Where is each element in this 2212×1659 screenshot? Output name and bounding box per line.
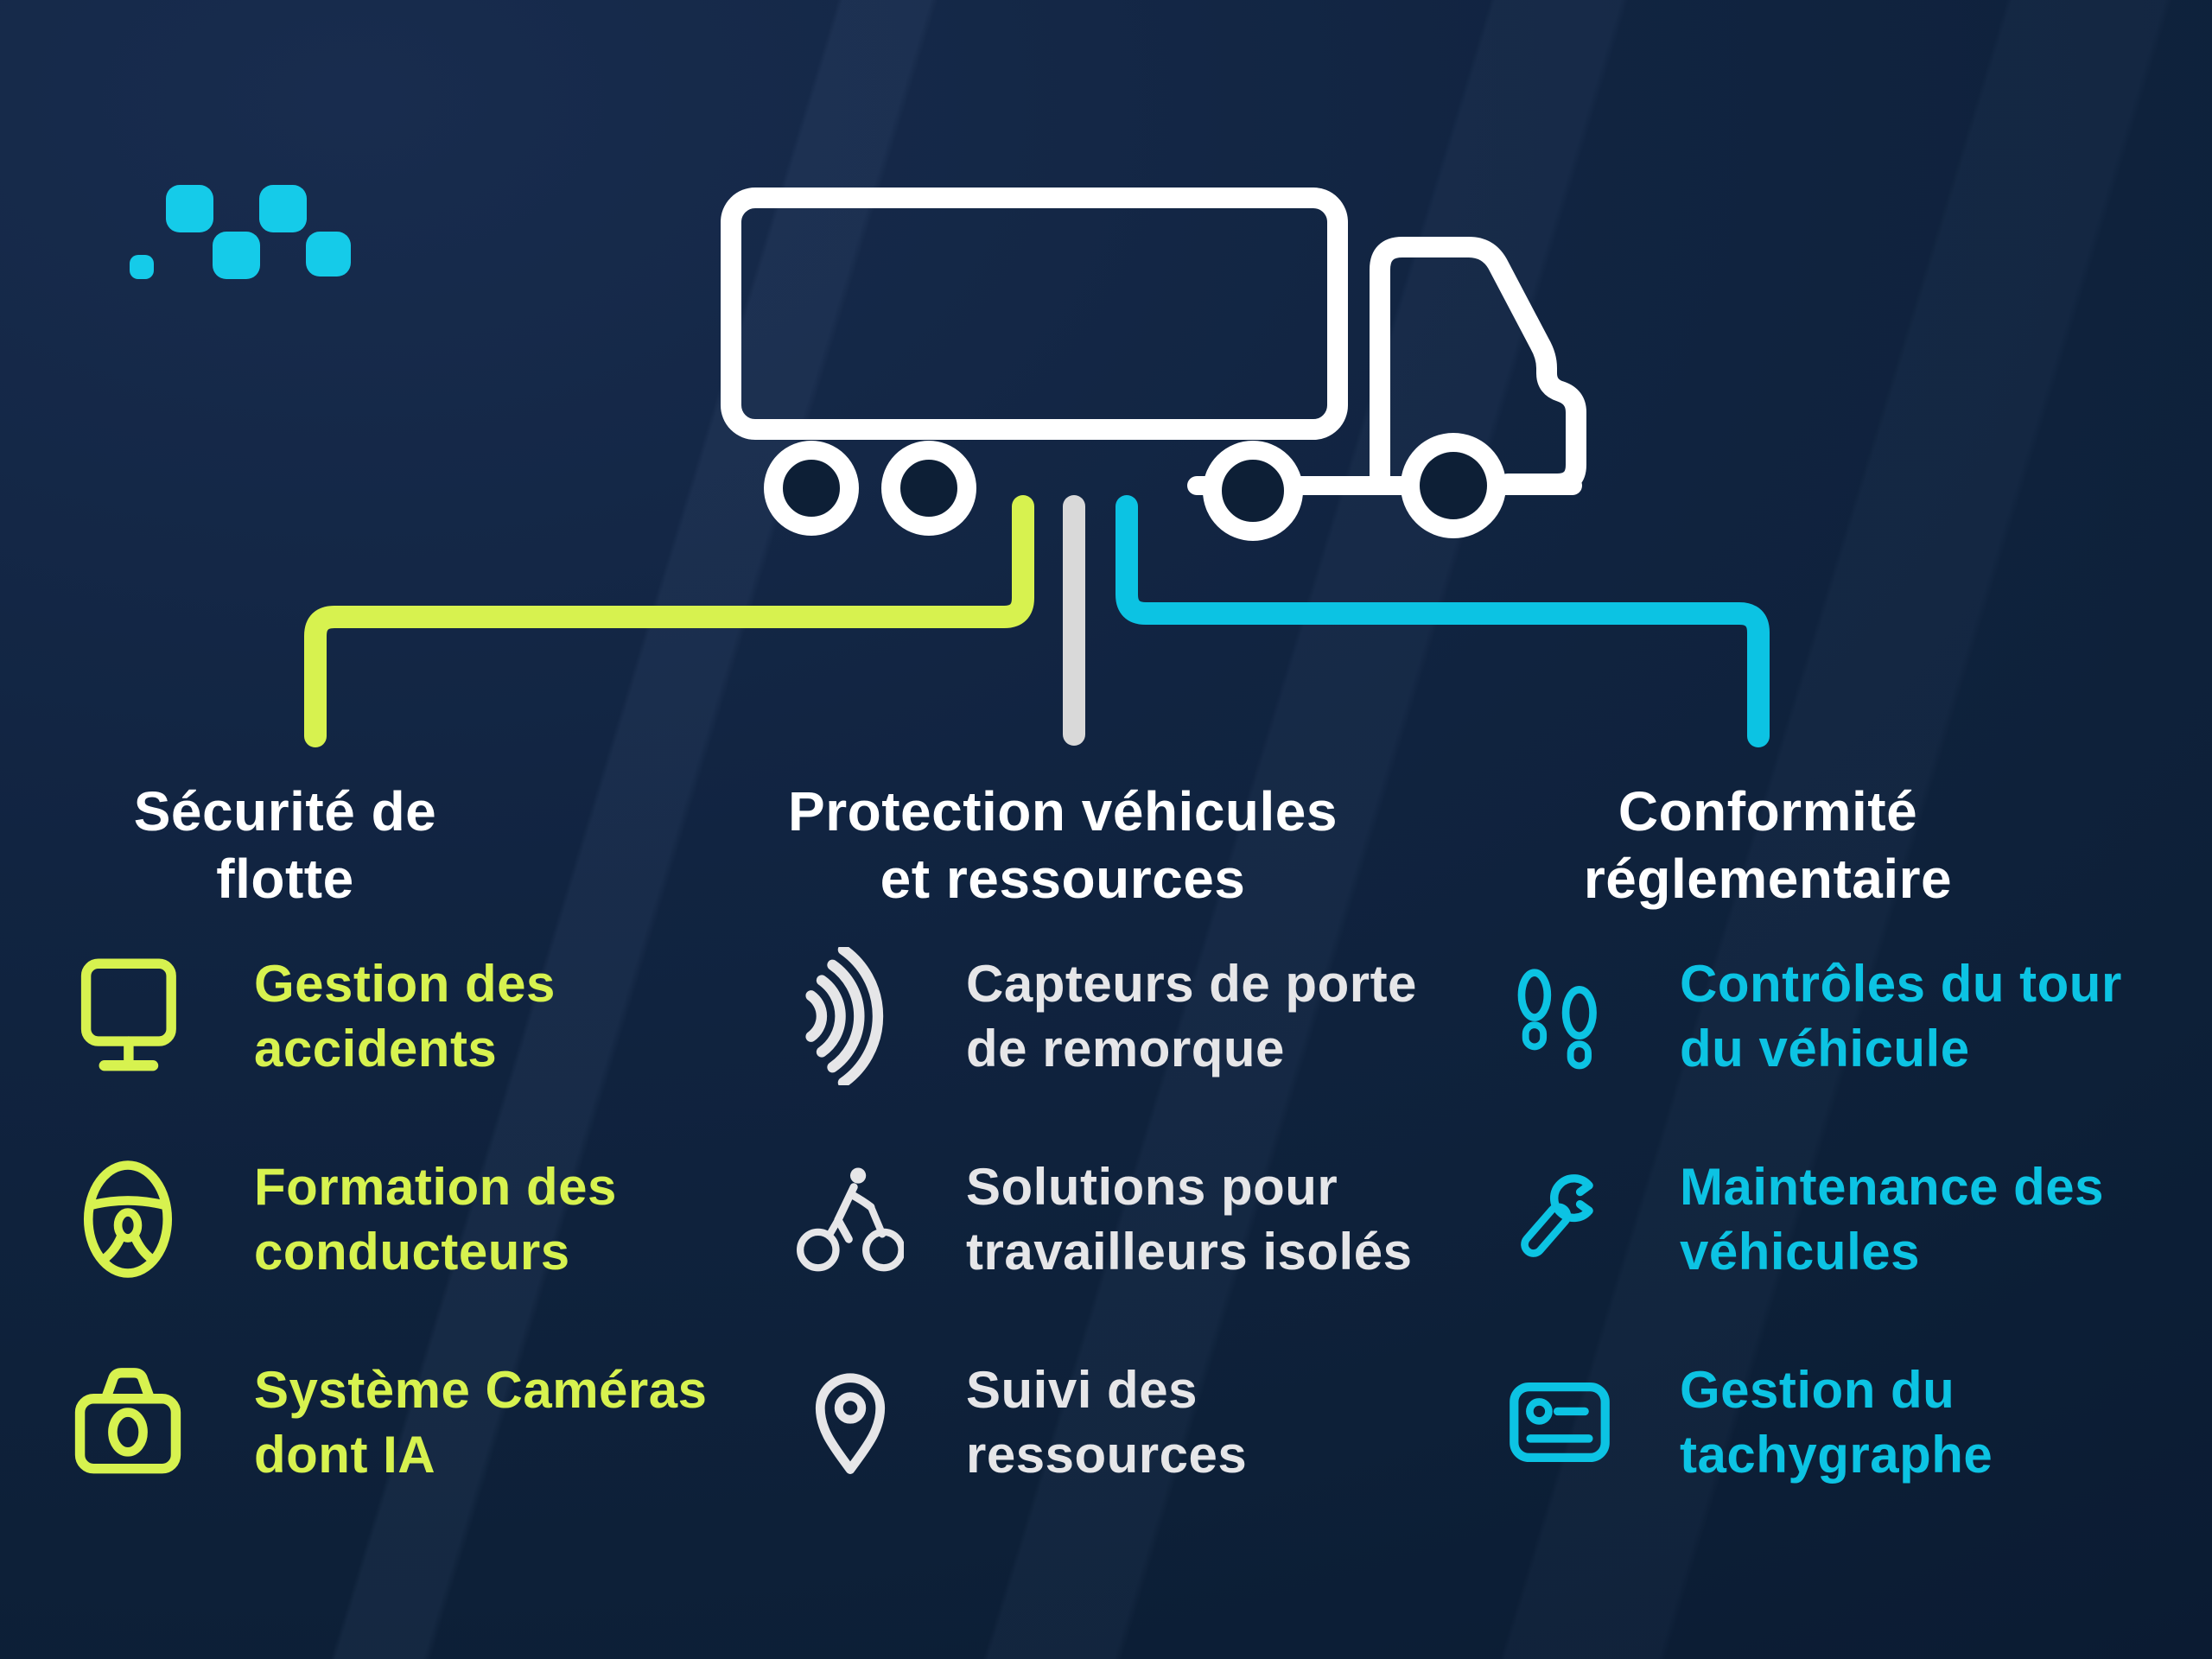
branch-line-compliance	[1116, 495, 1770, 747]
footprints-icon	[1509, 944, 1611, 1089]
pixel-squares-logo-icon	[130, 185, 351, 279]
heading-line: Protection véhicules	[788, 780, 1338, 842]
camera-icon	[71, 1350, 185, 1495]
wrench-icon	[1509, 1147, 1611, 1292]
tachograph-card-icon	[1509, 1350, 1611, 1495]
monitor-icon	[71, 944, 185, 1089]
heading-line: réglementaire	[1583, 848, 1953, 910]
branch-line-fleet-safety	[304, 495, 1034, 747]
heading-line: et ressources	[880, 848, 1246, 910]
steering-wheel-icon	[71, 1147, 185, 1292]
heading-line: Sécurité de	[133, 780, 437, 842]
heading-line: Conformité	[1618, 780, 1918, 842]
heading-compliance: Conformité réglementaire	[1584, 778, 1952, 912]
cyclist-icon	[797, 1147, 904, 1292]
heading-fleet-safety: Sécurité de flotte	[134, 778, 437, 912]
heading-protection: Protection véhicules et ressources	[788, 778, 1338, 912]
signal-waves-icon	[797, 944, 904, 1089]
truck-icon	[721, 188, 1586, 541]
heading-line: flotte	[216, 848, 354, 910]
location-pin-icon	[797, 1350, 904, 1495]
